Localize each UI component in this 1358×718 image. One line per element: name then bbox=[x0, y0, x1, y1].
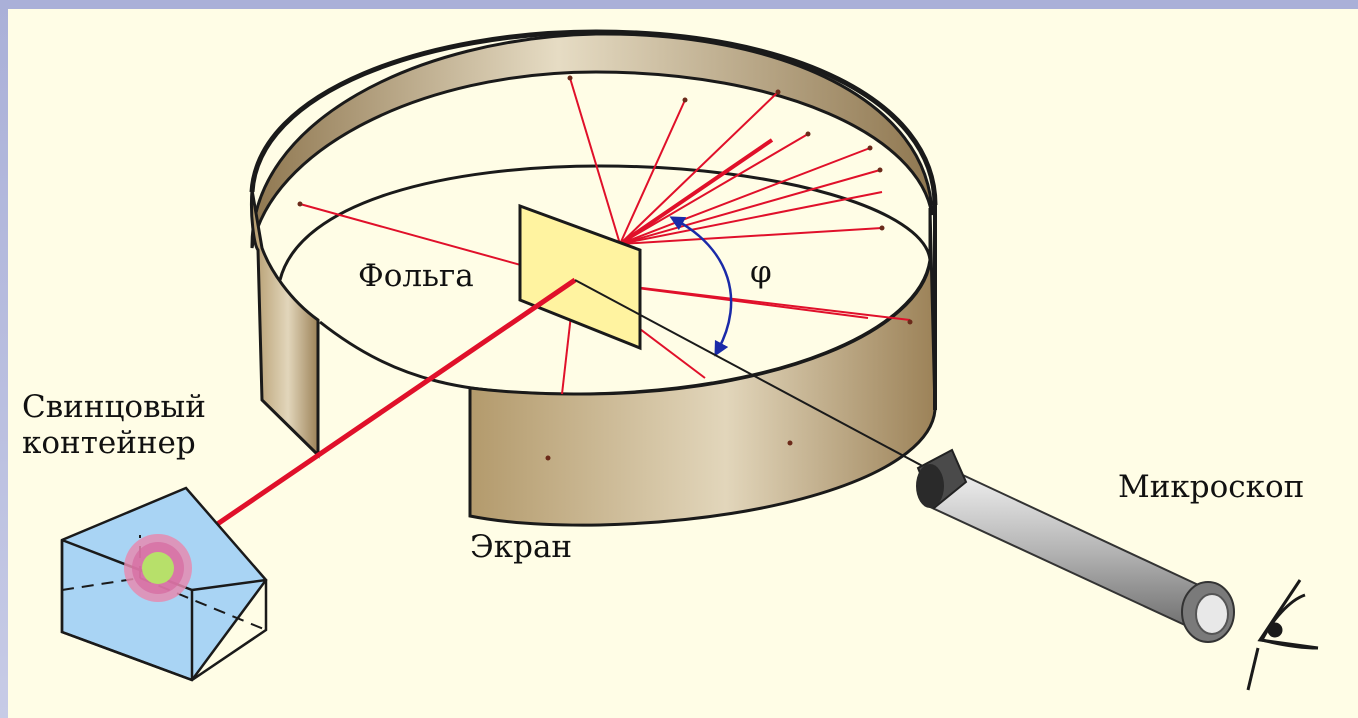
screen-label: Экран bbox=[470, 529, 573, 565]
angle-phi-arrow bbox=[669, 216, 733, 357]
foil-label: Фольга bbox=[358, 258, 474, 294]
screen-right-segment bbox=[468, 207, 937, 527]
screen-rim bbox=[249, 29, 938, 206]
screen-left-segment bbox=[250, 189, 320, 459]
scintillation-dots bbox=[297, 75, 913, 461]
observer-eye-icon bbox=[1246, 579, 1319, 691]
angle-phi-label: φ bbox=[750, 254, 772, 290]
line-of-sight bbox=[574, 279, 931, 471]
microscope-label: Микроскоп bbox=[1118, 469, 1305, 505]
microscope bbox=[916, 448, 1235, 643]
lead-container-label: Свинцовый контейнер bbox=[22, 389, 206, 461]
radioactive-source bbox=[124, 534, 192, 602]
alpha-beam bbox=[148, 277, 577, 573]
gold-foil bbox=[518, 203, 642, 351]
screen-back-wall bbox=[250, 32, 934, 249]
